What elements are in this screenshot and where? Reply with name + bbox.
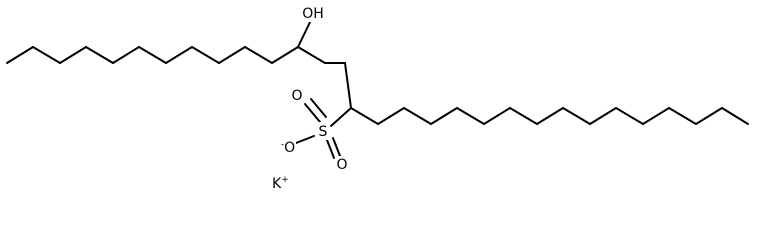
structure-canvas: OH S O: [6, 4, 749, 192]
oxygen-label: O: [336, 157, 347, 173]
potassium-charge: +: [281, 175, 289, 185]
bond-s-o-double: [326, 139, 335, 159]
bond: [344, 62, 352, 109]
bond-s-o-double: [310, 98, 327, 118]
bond-s-o-double: [332, 137, 341, 157]
bond: [668, 107, 697, 125]
bond: [244, 46, 273, 64]
bond: [6, 46, 34, 64]
oxide-charge: -: [281, 140, 284, 150]
bond: [271, 46, 299, 64]
oxygen-label: O: [291, 88, 302, 104]
bond: [430, 107, 458, 125]
bond-s-o-single: [295, 135, 315, 144]
bond: [85, 46, 114, 64]
bond: [377, 107, 405, 125]
bond: [615, 107, 644, 125]
backbone-link: [297, 46, 352, 109]
bond: [536, 107, 564, 125]
hydroxyl-group: OH: [297, 4, 327, 48]
bond: [483, 107, 511, 125]
bond: [403, 107, 432, 125]
right-dodecyl-chain: [350, 107, 749, 125]
bond: [456, 107, 485, 125]
sulfur-label: S: [319, 124, 328, 140]
bond: [350, 107, 379, 125]
left-decyl-chain: [6, 46, 299, 64]
bond: [721, 107, 749, 125]
bond: [589, 107, 617, 125]
oxide-oxygen-symbol: O: [284, 140, 295, 156]
chemical-structure: OH S O: [6, 4, 749, 192]
bond: [165, 46, 193, 64]
bond-s-o-double: [304, 103, 321, 123]
bond: [562, 107, 591, 125]
bond: [59, 46, 87, 64]
bond-c-s: [330, 107, 352, 127]
hydroxyl-label: OH: [302, 6, 324, 22]
bond: [509, 107, 538, 125]
bond: [695, 107, 723, 125]
bond: [138, 46, 167, 64]
bond: [218, 46, 246, 64]
sulfonate-group: S O O -O: [280, 87, 352, 173]
bond: [191, 46, 220, 64]
potassium-ion-label: K+: [272, 175, 289, 192]
bond: [32, 46, 61, 64]
oxide-oxygen-label: -O: [281, 140, 295, 156]
bond-c-oh: [297, 19, 312, 48]
bond: [642, 107, 670, 125]
potassium-symbol: K: [272, 176, 282, 192]
counterion: K+: [272, 175, 289, 192]
bond: [297, 46, 326, 64]
bond: [112, 46, 140, 64]
